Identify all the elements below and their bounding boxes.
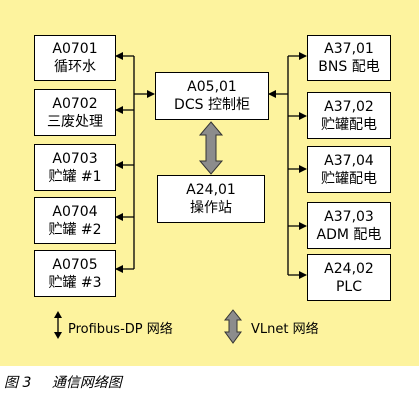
legend-vlnet-arrow-icon [223, 309, 243, 344]
node-label: BNS 配电 [318, 59, 380, 75]
node-id: A37,01 [324, 41, 374, 57]
node-id: A0701 [52, 41, 98, 57]
node-label: 贮罐配电 [321, 116, 377, 133]
node-label: 贮罐 #2 [48, 221, 102, 238]
node-id: A37,02 [324, 98, 374, 115]
vlnet-double-arrow [198, 121, 224, 175]
node-id: A37,03 [324, 208, 374, 225]
node-a3702: A37,02 贮罐配电 [307, 92, 391, 139]
legend-profibus-label: Profibus-DP 网络 [68, 322, 173, 337]
node-a0702: A0702 三废处理 [34, 89, 116, 136]
node-id: A24,02 [324, 260, 374, 277]
node-id: A37,04 [324, 152, 374, 169]
node-a3701: A37,01 BNS 配电 [307, 35, 391, 81]
node-a0705: A0705 贮罐 #3 [34, 250, 116, 297]
node-a0701: A0701 循环水 [34, 35, 116, 81]
node-label: PLC [335, 278, 363, 295]
figure-caption: 图 3 通信网络图 [4, 372, 138, 392]
connection-lines [54, 52, 307, 344]
node-a0704: A0704 贮罐 #2 [34, 197, 116, 244]
node-label: 贮罐 #3 [48, 274, 102, 291]
figure-number: 图 3 [4, 375, 32, 391]
node-label: 贮罐配电 [321, 170, 377, 187]
node-label: 操作站 [190, 200, 232, 216]
node-label: 三废处理 [47, 113, 103, 130]
node-id: A0702 [52, 95, 98, 112]
diagram-panel: A0701 循环水 A0702 三废处理 A0703 贮罐 #1 A0704 贮… [0, 0, 419, 366]
legend-profibus-arrow-icon [54, 311, 62, 339]
node-label: ADM 配电 [316, 226, 382, 243]
node-id: A0703 [52, 150, 98, 167]
node-a3704: A37,04 贮罐配电 [307, 146, 391, 193]
node-a0703: A0703 贮罐 #1 [34, 144, 116, 191]
right-profibus-bus [268, 52, 307, 279]
node-id: A05,01 [187, 79, 237, 95]
node-a2402: A24,02 PLC [307, 254, 391, 301]
node-operator-station: A24,01 操作站 [157, 175, 265, 223]
node-dcs-cabinet: A05,01 DCS 控制柜 [155, 72, 269, 120]
node-id: A24,01 [186, 182, 236, 198]
figure-title: 通信网络图 [51, 375, 122, 391]
node-label: DCS 控制柜 [174, 97, 250, 113]
legend-vlnet-label: VLnet 网络 [251, 322, 319, 337]
left-profibus-bus [115, 52, 155, 273]
node-label: 循环水 [54, 59, 96, 75]
node-a3703: A37,03 ADM 配电 [307, 202, 391, 249]
node-label: 贮罐 #1 [48, 168, 102, 185]
node-id: A0704 [52, 203, 98, 220]
node-id: A0705 [52, 256, 98, 273]
